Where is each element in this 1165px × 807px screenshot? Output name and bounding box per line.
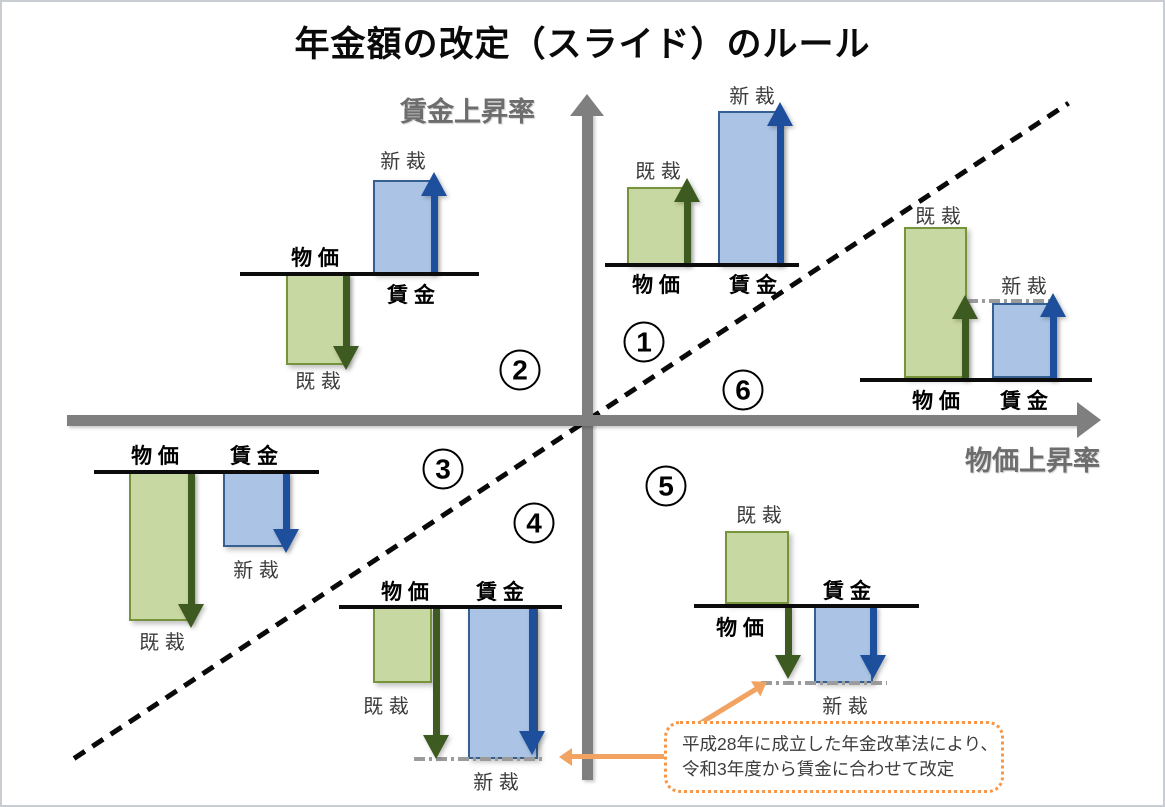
new-pension-label: 新 裁: [380, 151, 426, 173]
case-number-3: 3: [422, 448, 464, 490]
price-label: 物 価: [912, 390, 960, 413]
price-label: 物 価: [381, 581, 429, 604]
case-number-1: 1: [623, 321, 665, 363]
y-axis-label: 賃金上昇率: [400, 97, 535, 127]
price-up-to-wage-arrow-icon: [952, 295, 978, 380]
x-axis-arrowhead-icon: [1077, 402, 1101, 438]
wage-level-dashdot-line: [761, 681, 887, 685]
baseline: [694, 604, 919, 608]
price-label: 物 価: [716, 617, 764, 640]
price-bar: [725, 531, 789, 604]
annotation-box: 平成28年に成立した年金改革法により、 令和3年度から賃金に合わせて改定: [664, 721, 1004, 793]
x-axis: [67, 415, 1079, 426]
wage-label: 賃 金: [823, 580, 871, 603]
case-number-2: 2: [499, 349, 541, 391]
wage-label: 賃 金: [387, 284, 435, 307]
baseline: [94, 470, 319, 474]
price-bar: [129, 472, 192, 621]
new-pension-label: 新 裁: [729, 86, 775, 108]
wage-level-dashdot-line: [967, 299, 1051, 303]
existing-pension-label: 既 裁: [295, 371, 341, 393]
price-label: 物 価: [291, 247, 339, 270]
case-number-6: 6: [722, 369, 764, 411]
new-pension-label: 新 裁: [473, 772, 519, 794]
baseline: [860, 378, 1092, 382]
page-title: 年金額の改定（スライド）のルール: [294, 25, 871, 64]
price-up-arrow-icon: [674, 178, 700, 265]
wage-level-dashdot-line: [414, 757, 544, 761]
new-pension-label: 新 裁: [233, 560, 279, 582]
price-down-to-wage-arrow-icon: [423, 607, 449, 759]
wage-up-arrow-icon: [767, 102, 793, 265]
wage-label: 賃 金: [476, 581, 524, 604]
price-bar: [373, 607, 432, 683]
existing-pension-label: 既 裁: [915, 206, 961, 228]
wage-down-arrow-icon: [519, 607, 545, 755]
wage-down-arrow-icon: [860, 606, 886, 679]
baseline: [339, 605, 562, 609]
case-number-4: 4: [513, 502, 555, 544]
new-pension-label: 新 裁: [822, 696, 868, 718]
annotation-line-2: 令和3年度から賃金に合わせて改定: [682, 759, 955, 780]
wage-label: 賃 金: [729, 274, 777, 297]
wage-label: 賃 金: [1000, 390, 1048, 413]
existing-pension-label: 既 裁: [736, 505, 782, 527]
annotation-line-1: 平成28年に成立した年金改革法により、: [682, 734, 998, 754]
baseline: [605, 263, 799, 267]
wage-up-arrow-icon: [1040, 293, 1066, 380]
baseline: [240, 272, 479, 276]
price-label: 物 価: [131, 445, 179, 468]
wage-down-arrow-icon: [273, 472, 299, 553]
existing-pension-label: 既 裁: [363, 696, 409, 718]
price-down-arrow-icon: [333, 274, 359, 370]
price-label: 物 価: [632, 274, 680, 297]
existing-pension-label: 既 裁: [635, 161, 681, 183]
existing-pension-label: 既 裁: [139, 632, 185, 654]
wage-up-arrow-icon: [421, 172, 447, 274]
x-axis-label: 物価上昇率: [965, 446, 1100, 476]
new-pension-label: 新 裁: [1001, 276, 1047, 298]
y-axis-arrowhead-icon: [570, 94, 604, 116]
price-down-arrow-icon: [178, 472, 204, 628]
price-down-to-wage-arrow-icon: [775, 606, 801, 679]
y-axis: [582, 112, 593, 780]
case-number-5: 5: [645, 465, 687, 507]
wage-label: 賃 金: [230, 445, 278, 468]
